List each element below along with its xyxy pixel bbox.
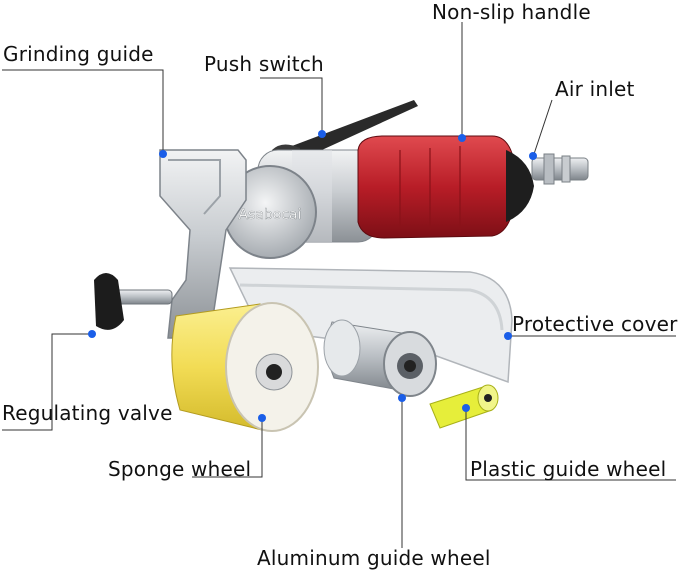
label-protective-cover: Protective cover [512, 312, 678, 336]
push-switch-lever [276, 100, 418, 160]
handle-grip [357, 135, 517, 239]
label-air-inlet: Air inlet [555, 77, 635, 101]
label-sponge-wheel: Sponge wheel [108, 457, 252, 481]
label-non-slip-handle: Non-slip handle [432, 0, 591, 24]
protective-cover-plate [228, 267, 513, 384]
air-inlet-fitting [531, 157, 589, 181]
label-push-switch: Push switch [204, 52, 324, 76]
regulating-valve-knob [94, 273, 173, 330]
label-aluminum-guide-wheel: Aluminum guide wheel [257, 546, 491, 570]
aluminum-guide-wheel-shape [323, 319, 437, 397]
label-regulating-valve: Regulating valve [2, 401, 173, 425]
label-plastic-guide-wheel: Plastic guide wheel [470, 457, 667, 481]
sponge-wheel-shape [171, 302, 319, 432]
brand-text: Asabocai [238, 207, 301, 223]
label-grinding-guide: Grinding guide [3, 42, 154, 66]
plastic-guide-wheel-shape [429, 384, 499, 429]
